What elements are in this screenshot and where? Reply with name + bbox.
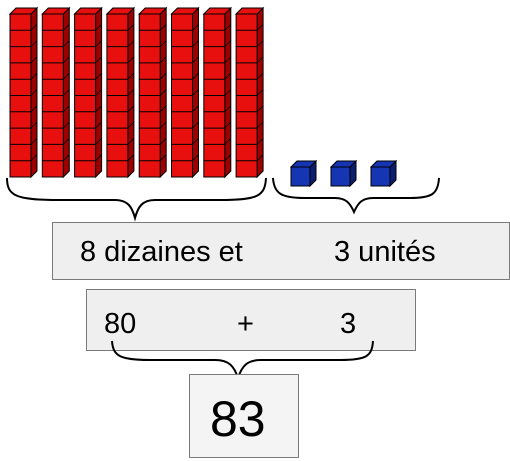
tens-rod: [234, 6, 265, 179]
tens-label: 8 dizaines et: [80, 236, 243, 268]
tens-rod: [105, 6, 136, 179]
tens-rod: [73, 6, 103, 179]
units-label: 3 unités: [334, 236, 436, 268]
tens-rod: [137, 6, 168, 179]
decomposition-words-box: [52, 222, 510, 280]
plus-sign: +: [237, 308, 254, 340]
tens-rod: [170, 6, 200, 179]
tens-rod: [41, 6, 71, 179]
unit-cubes-group: [289, 159, 398, 188]
unit-cube: [289, 159, 318, 188]
tens-curly-brace: [6, 177, 267, 222]
tens-rods-group: [8, 6, 265, 179]
base-ten-blocks: [6, 6, 440, 222]
units-value: 3: [340, 308, 357, 340]
tens-value: 80: [104, 308, 137, 340]
tens-rod: [202, 6, 233, 179]
unit-cube: [369, 159, 398, 188]
unit-cube: [329, 159, 358, 188]
result-box: [189, 374, 299, 458]
tens-rod: [8, 6, 39, 179]
result-value: 83: [210, 391, 266, 447]
units-curly-brace: [272, 177, 440, 215]
